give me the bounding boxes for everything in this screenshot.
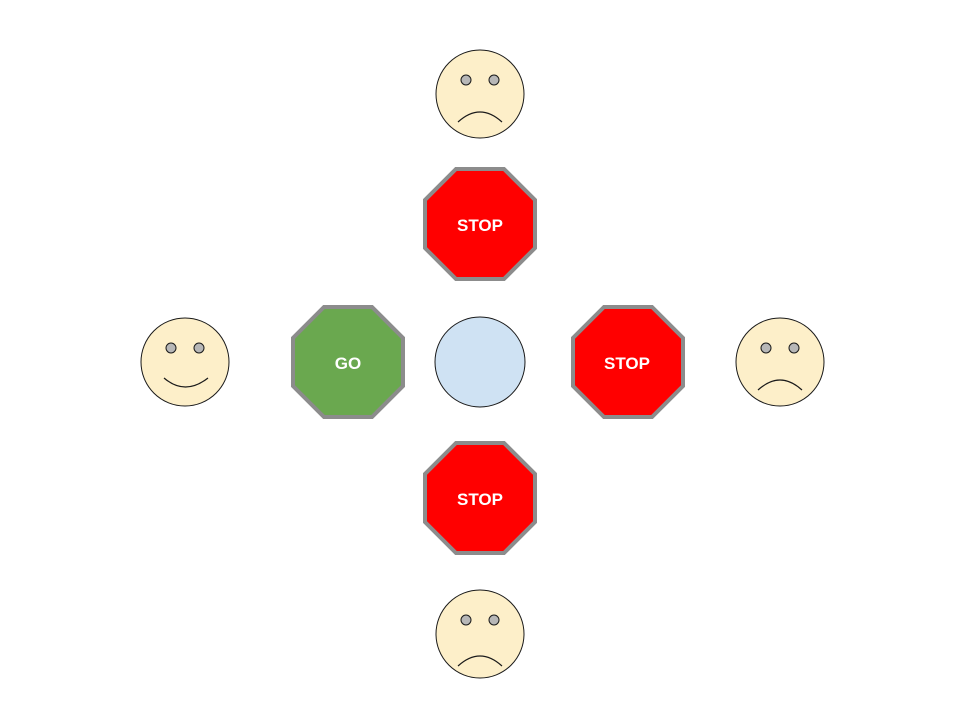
face-right-frown <box>757 379 803 391</box>
face-left-left-eye <box>165 342 177 354</box>
stop-sign-icon <box>423 441 537 555</box>
signal-left-label: GO <box>335 354 361 373</box>
face-left-smile <box>163 377 209 388</box>
face-bottom-left-eye <box>460 614 472 626</box>
sad-face-icon <box>435 49 525 139</box>
go-sign-icon <box>291 305 405 419</box>
stop-sign-icon <box>571 305 685 419</box>
face-bottom <box>435 589 525 679</box>
signal-bottom: STOP <box>423 441 537 555</box>
face-top-frown <box>457 111 503 123</box>
face-bottom-frown <box>457 655 503 667</box>
signal-bottom-label: STOP <box>457 490 503 509</box>
face-right-right-eye <box>788 342 800 354</box>
signal-right: STOP <box>571 305 685 419</box>
face-top <box>435 49 525 139</box>
face-right <box>735 317 825 407</box>
signal-left: GO <box>291 305 405 419</box>
sad-face-icon <box>435 589 525 679</box>
signal-top-label: STOP <box>457 216 503 235</box>
face-bottom-right-eye <box>488 614 500 626</box>
sad-face-icon <box>735 317 825 407</box>
stop-sign-icon <box>423 167 537 281</box>
face-top-right-eye <box>488 74 500 86</box>
face-right-left-eye <box>760 342 772 354</box>
happy-face-icon <box>140 317 230 407</box>
signal-right-label: STOP <box>604 354 650 373</box>
intersection-circle-icon <box>434 316 526 408</box>
signal-top: STOP <box>423 167 537 281</box>
face-top-left-eye <box>460 74 472 86</box>
face-left-right-eye <box>193 342 205 354</box>
face-left <box>140 317 230 407</box>
